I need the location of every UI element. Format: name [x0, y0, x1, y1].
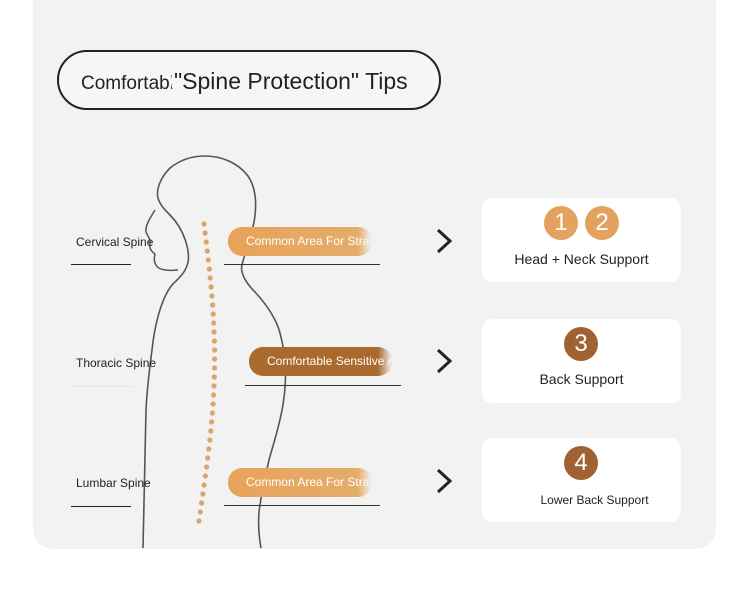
- spine-dot: [205, 257, 211, 263]
- number-badge: 1: [544, 206, 578, 240]
- chevron-right-icon: [436, 348, 453, 374]
- title-prefix: Comfortable: [81, 73, 185, 94]
- spine-dot: [211, 374, 217, 380]
- spine-dot: [208, 284, 214, 290]
- spine-dot: [205, 455, 211, 461]
- pill-fade: [358, 468, 372, 497]
- spine-dot: [201, 221, 207, 227]
- spine-dot: [207, 437, 213, 443]
- area-pill-label: Common Area For Strain: [246, 234, 372, 248]
- spine-dot: [210, 401, 216, 407]
- area-pill-thoracic: Comfortable Sensitive Area: [249, 347, 392, 376]
- label-thoracic-spine: Thoracic Spine: [76, 356, 157, 370]
- number-badge: 3: [564, 327, 598, 361]
- spine-dot: [207, 275, 213, 281]
- title-banner: Comfortable "Spine Protection" Tips: [57, 50, 441, 110]
- spine-dot: [211, 365, 218, 371]
- spine-dot: [203, 239, 209, 245]
- spine-dot: [212, 347, 218, 353]
- area-pill-label: Common Area For Strain: [246, 475, 372, 489]
- spine-dot: [204, 464, 210, 470]
- label-underline: [71, 386, 133, 387]
- spine-dot: [200, 491, 206, 497]
- spine-dot: [202, 230, 208, 236]
- area-pill-lumbar: Common Area For Strain: [228, 468, 372, 497]
- spine-dot: [206, 446, 212, 452]
- support-card-back: 3 Back Support: [482, 319, 681, 403]
- pill-fade: [358, 227, 372, 256]
- spine-dot: [204, 248, 210, 254]
- label-cervical-spine: Cervical Spine: [76, 235, 154, 249]
- spine-dot: [209, 419, 215, 425]
- spine-dots: [196, 221, 218, 524]
- number-badge: 2: [585, 206, 619, 240]
- pill-underline: [245, 385, 401, 386]
- label-lumbar-spine: Lumbar Spine: [76, 476, 151, 490]
- spine-dot: [210, 302, 216, 308]
- card-label: Lower Back Support: [540, 493, 649, 507]
- spine-dot: [209, 293, 215, 299]
- spine-dot: [197, 509, 203, 515]
- spine-dot: [199, 500, 205, 506]
- pill-underline: [224, 264, 380, 265]
- chevron-right-icon: [436, 228, 453, 254]
- label-underline: [71, 506, 131, 507]
- spine-dot: [202, 473, 208, 479]
- spine-dot: [211, 392, 217, 398]
- support-card-lower-back: 4 Lower Back Support: [482, 438, 681, 522]
- spine-dot: [206, 266, 212, 272]
- pill-underline: [224, 505, 380, 506]
- chevron-right-icon: [436, 468, 453, 494]
- support-card-head-neck: 1 2 Head + Neck Support: [482, 198, 681, 282]
- spine-dot: [201, 482, 207, 488]
- number-badge: 4: [564, 446, 598, 480]
- spine-dot: [212, 356, 218, 362]
- spine-dot: [210, 311, 216, 317]
- card-label: Head + Neck Support: [514, 251, 649, 267]
- spine-dot: [196, 518, 202, 524]
- label-underline: [71, 264, 131, 265]
- spine-dot: [211, 338, 217, 344]
- spine-dot: [211, 383, 217, 389]
- spine-dot: [208, 428, 214, 434]
- area-pill-cervical: Common Area For Strain: [228, 227, 372, 256]
- spine-dot: [209, 410, 215, 416]
- spine-dot: [211, 320, 217, 326]
- spine-dot: [211, 329, 217, 335]
- area-pill-label: Comfortable Sensitive Area: [267, 354, 392, 368]
- card-label: Back Support: [539, 371, 624, 387]
- pill-fade: [378, 347, 392, 376]
- page-title: "Spine Protection" Tips: [171, 58, 436, 104]
